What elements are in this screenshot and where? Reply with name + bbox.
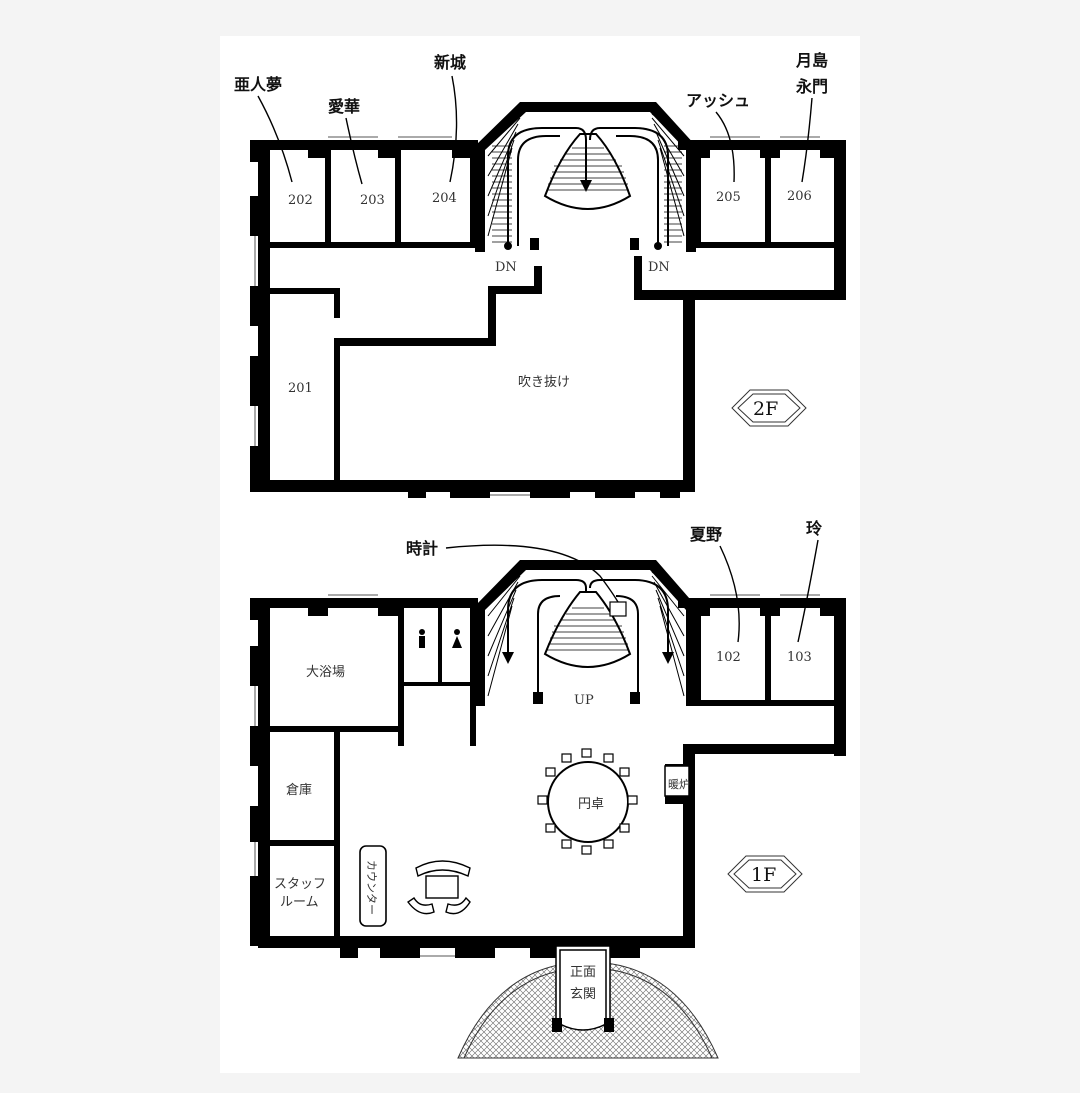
clock-icon [609, 601, 627, 617]
2f-windows [254, 136, 820, 496]
occupant-204-name: 新城 [434, 53, 466, 72]
room-204-label: 204 [432, 191, 457, 206]
2f-leader-lines [257, 75, 813, 185]
entrance-label-line1: 正面 [570, 965, 596, 980]
2f-outer-walls [250, 140, 846, 498]
2f-stair-hall [475, 102, 696, 252]
room-102-label: 102 [716, 650, 741, 665]
stairs-down-left-label: DN [495, 260, 517, 275]
occupant-206-name-line1: 月島 [795, 51, 828, 70]
female-restroom-icon [452, 629, 462, 648]
1f-stair-hall [475, 560, 696, 706]
clock-callout-label: 時計 [406, 539, 438, 558]
storage-label: 倉庫 [286, 783, 312, 798]
occupant-203-name: 愛華 [328, 97, 360, 116]
room-202-label: 202 [288, 193, 313, 208]
bath-label: 大浴場 [306, 665, 345, 680]
occupant-205-name: アッシュ [686, 91, 750, 110]
front-entrance [457, 945, 719, 1059]
occupant-202-name: 亜人夢 [234, 75, 282, 94]
1f-windows [254, 594, 820, 957]
counter-label: カウンター [365, 860, 378, 915]
room-103-label: 103 [787, 650, 812, 665]
floor-plan-svg: 202 203 204 205 206 201 吹き抜け DN DN 亜人夢 愛… [234, 51, 846, 1059]
atrium-label: 吹き抜け [518, 374, 570, 390]
room-205-label: 205 [716, 190, 741, 205]
fireplace-label: 暖炉 [668, 778, 690, 791]
staff-room-label-line1: スタッフ [274, 877, 326, 892]
stairs-down-right-label: DN [648, 260, 670, 275]
room-203-label: 203 [360, 193, 385, 208]
staff-room-label-line2: ルーム [280, 895, 319, 910]
stairs-up-label: UP [574, 693, 594, 708]
floor-plan-sheet: 202 203 204 205 206 201 吹き抜け DN DN 亜人夢 愛… [220, 36, 860, 1073]
1f-interior-walls [270, 606, 840, 946]
floor-2f-badge-text: 2F [753, 398, 778, 420]
round-table [537, 748, 638, 855]
lounge-furniture [406, 860, 471, 915]
floor-2f: 202 203 204 205 206 201 吹き抜け DN DN 亜人夢 愛… [234, 51, 846, 498]
floor-1f-badge-text: 1F [751, 864, 776, 886]
occupant-102-name: 夏野 [689, 525, 722, 544]
room-206-label: 206 [787, 189, 812, 204]
entrance-label-line2: 玄関 [570, 987, 596, 1002]
room-201-label: 201 [288, 381, 313, 396]
2f-interior-walls [270, 146, 840, 480]
1f-leader-lines [445, 539, 819, 643]
restroom-icons [419, 629, 462, 648]
occupant-206-name-line2: 永門 [795, 77, 828, 96]
floor-1f-badge: 1F [727, 855, 803, 893]
floor-2f-badge: 2F [731, 389, 807, 427]
male-restroom-icon [419, 629, 425, 648]
floor-1f: 大浴場 倉庫 スタッフ ルーム 円卓 暖炉 UP 正面 玄関 102 103 カ… [250, 519, 846, 1059]
round-table-label: 円卓 [578, 797, 604, 812]
occupant-103-name: 玲 [806, 519, 823, 538]
counter-desk [359, 845, 387, 927]
